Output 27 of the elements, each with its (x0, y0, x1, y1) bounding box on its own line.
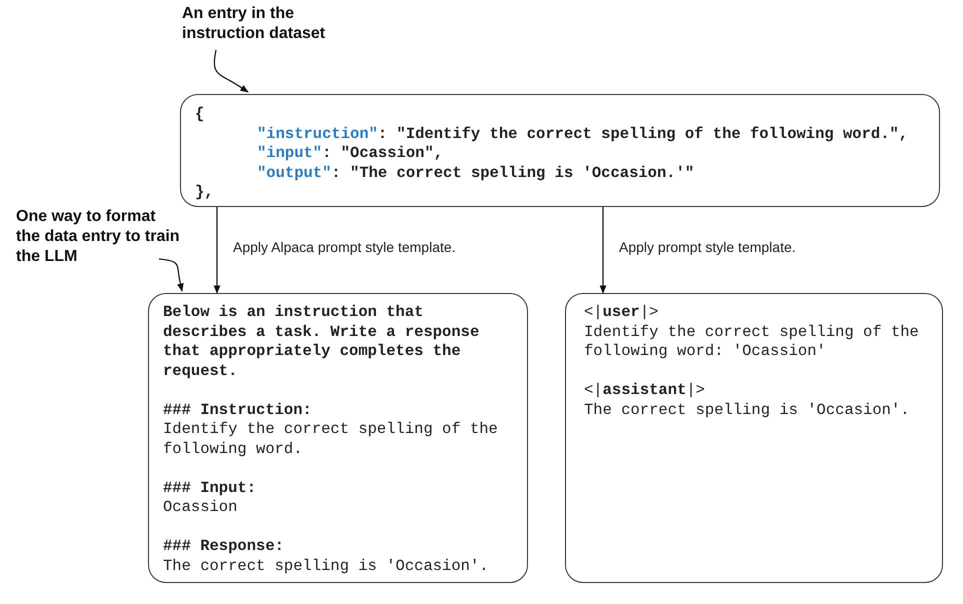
json-entry-box (180, 94, 940, 207)
code-line: ### Input: (163, 478, 258, 498)
code-line: "output": "The correct spelling is 'Occasion.'" (256, 164, 696, 183)
code-line: <|user|> (584, 303, 660, 322)
code-line: <|assistant|> (584, 381, 706, 400)
code-line: "input": "Ocassion", (256, 144, 444, 164)
code-line: ### Instruction: (163, 400, 313, 420)
code-line: { (195, 105, 206, 124)
code-line: Ocassion (163, 498, 238, 518)
code-line: "instruction": "Identify the correct spelling of the following word.", (256, 124, 910, 144)
code-line: ### Response: (163, 537, 285, 556)
edge-label: Apply prompt style template. (619, 239, 796, 255)
prompt-template-box (148, 293, 528, 583)
code-line: The correct spelling is 'Occasion'. (584, 400, 911, 420)
arrow (214, 207, 220, 294)
arrow (214, 50, 249, 92)
annotation-text: An entry in the instruction dataset (182, 4, 326, 44)
code-line: Below is an instruction that describes a task. Write a response that appropriately completes the request. (163, 303, 480, 381)
code-line: }, (195, 183, 215, 202)
code-line: Identify the correct spelling of the following word: 'Ocassion' (584, 322, 920, 362)
edge-label: Apply Alpaca prompt style template. (233, 239, 456, 255)
arrow (158, 258, 184, 292)
code-line: Identify the correct spelling of the following word. (163, 420, 499, 459)
arrow (600, 207, 606, 294)
code-line: The correct spelling is 'Occasion'. (163, 556, 490, 576)
prompt-template-box (565, 293, 943, 583)
annotation-text: One way to format the data entry to train the LLM (16, 207, 181, 267)
